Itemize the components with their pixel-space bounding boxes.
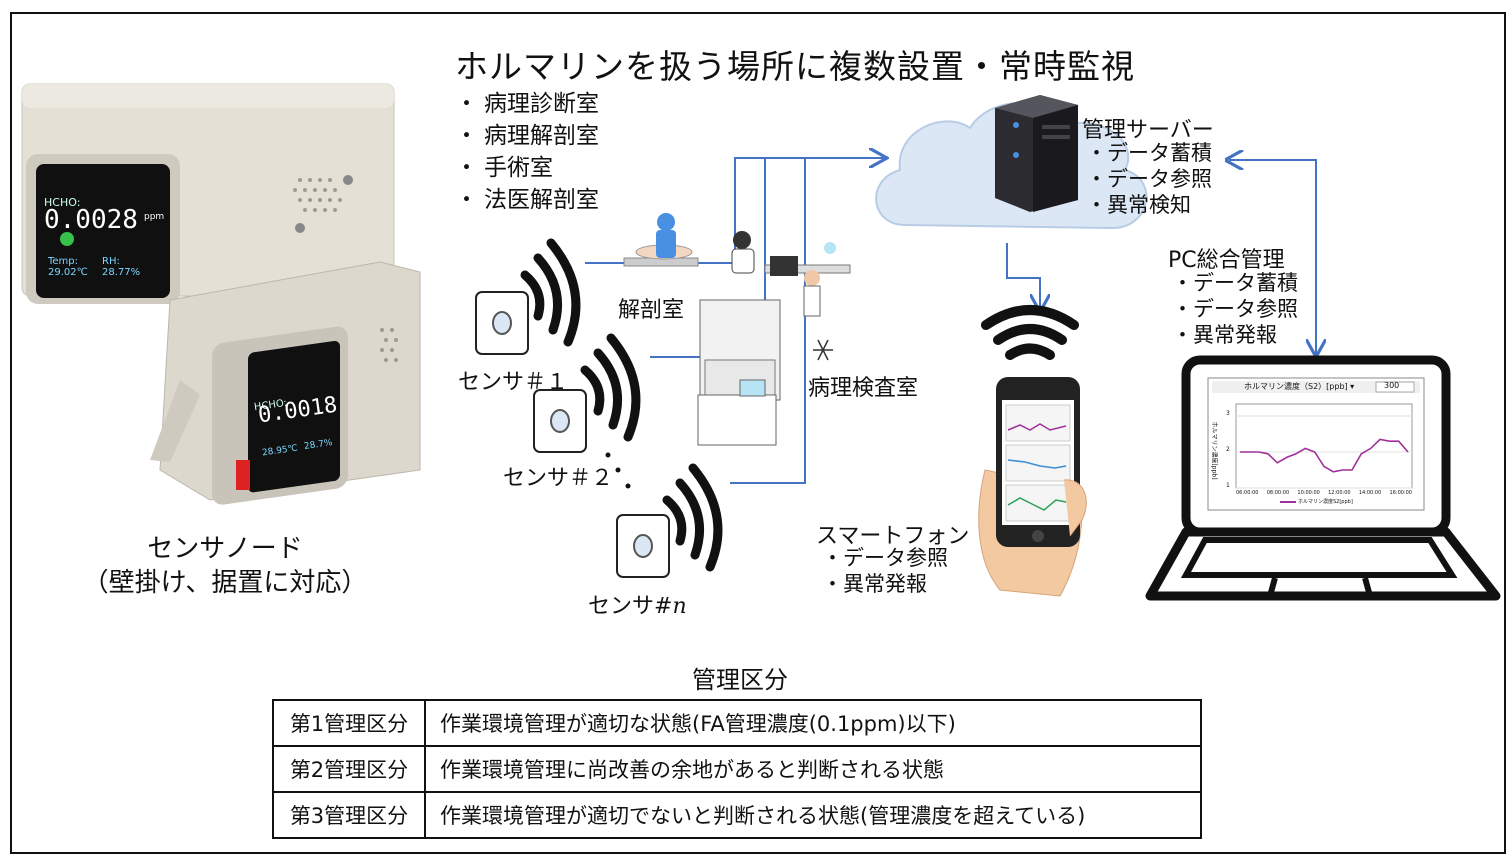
pathology-lab-label: 病理検査室 <box>808 376 919 401</box>
wifi-signal-icon <box>520 238 581 347</box>
category-cell: 第1管理区分 <box>272 699 426 747</box>
location-list: 病理診断室 病理解剖室 手術室 法医解剖室 <box>455 88 599 216</box>
figure-frame <box>10 12 1506 854</box>
device-top-temp: 29.02℃ <box>48 267 88 278</box>
server-function: データ蓄積 <box>1086 140 1212 166</box>
laptop-legend: ホルマリン濃度S2[ppb] <box>1298 499 1353 505</box>
sensor-node-wall-device <box>21 83 395 304</box>
sensor-node-caption: センサノード （壁掛け、据置に対応） <box>60 532 390 600</box>
autopsy-room-illustration <box>623 213 755 274</box>
pc-function: データ参照 <box>1172 296 1298 322</box>
table-row: 第2管理区分 作業環境管理に尚改善の余地があると判断される状態 <box>272 745 1202 793</box>
server-icon <box>995 95 1078 212</box>
pc-function-list: データ蓄積 データ参照 異常発報 <box>1172 270 1298 348</box>
laptop-x-tick: 14:00:00 <box>1358 490 1382 496</box>
laptop-x-tick: 16:00:00 <box>1389 490 1412 496</box>
description-cell: 作業環境管理が適切な状態(FA管理濃度(0.1ppm)以下) <box>424 699 1202 747</box>
speaker-grille-icon <box>380 328 398 362</box>
pc-label: PC総合管理 <box>1168 248 1285 273</box>
description-cell: 作業環境管理に尚改善の余地があると判断される状態 <box>424 745 1202 793</box>
laptop-y-tick: 3 <box>1226 410 1230 417</box>
sensor-1-label: センサ＃１ <box>458 370 569 395</box>
laptop-x-tick: 10:00:00 <box>1297 490 1320 496</box>
laptop-y-axis-label: ホルマリン濃度[ppb] <box>1210 421 1218 480</box>
device-top-temp-label: Temp: <box>48 256 79 267</box>
server-function: 異常検知 <box>1086 192 1212 218</box>
sensor-box-1 <box>475 291 529 355</box>
page-title: ホルマリンを扱う場所に複数設置・常時監視 <box>455 47 1135 86</box>
laptop-y-tick: 1 <box>1226 482 1230 489</box>
location-item: 病理診断室 <box>455 88 599 120</box>
sensor-n-prefix: センサ# <box>588 594 673 619</box>
laptop-x-tick: 12:00:00 <box>1328 490 1351 496</box>
sensor-node-stand-device <box>150 261 421 505</box>
location-item: 法医解剖室 <box>455 184 599 216</box>
server-label: 管理サーバー <box>1082 118 1214 143</box>
laptop-chart <box>1212 381 1420 503</box>
smartphone-icon <box>978 377 1087 597</box>
server-function: データ参照 <box>1086 166 1212 192</box>
pc-function: データ蓄積 <box>1172 270 1298 296</box>
wifi-signal-icon <box>580 333 641 442</box>
category-cell: 第3管理区分 <box>272 791 426 839</box>
category-cell: 第2管理区分 <box>272 745 426 793</box>
pathology-lab-illustration <box>697 242 851 446</box>
table-title: 管理区分 <box>692 666 788 694</box>
server-function-list: データ蓄積 データ参照 異常検知 <box>1086 140 1212 218</box>
management-table: 第1管理区分 作業環境管理が適切な状態(FA管理濃度(0.1ppm)以下) 第2… <box>272 699 1202 839</box>
wifi-signal-icon <box>981 305 1079 360</box>
sensor-box-2 <box>533 389 587 453</box>
status-smiley-icon <box>60 232 74 246</box>
laptop-y-tick: 2 <box>1226 446 1230 453</box>
device-top-rh-label: RH: <box>102 256 120 267</box>
device-top-hcho-value: 0.0028 <box>44 205 138 235</box>
sensor-n-index: n <box>672 594 687 619</box>
table-row: 第3管理区分 作業環境管理が適切でないと判断される状態(管理濃度を超えている) <box>272 791 1202 839</box>
laptop-x-ticks: 06:00:00 08:00:00 10:00:00 12:00:00 14:0… <box>1236 490 1412 496</box>
sensor-node-caption-line2: （壁掛け、据置に対応） <box>82 568 368 598</box>
location-item: 病理解剖室 <box>455 120 599 152</box>
device-top-unit: ppm <box>144 212 165 222</box>
wifi-signal-icon <box>662 463 723 572</box>
sensor-2-label: センサ＃２ <box>503 466 614 491</box>
laptop-x-tick: 06:00:00 <box>1236 490 1259 496</box>
description-cell: 作業環境管理が適切でないと判断される状態(管理濃度を超えている) <box>424 791 1202 839</box>
table-row: 第1管理区分 作業環境管理が適切な状態(FA管理濃度(0.1ppm)以下) <box>272 699 1202 747</box>
laptop-chart-title: ホルマリン濃度（S2）[ppb] ▾ <box>1244 382 1355 391</box>
location-item: 手術室 <box>455 152 599 184</box>
speaker-grille-icon <box>293 178 342 212</box>
pc-function: 異常発報 <box>1172 322 1298 348</box>
laptop-x-tick: 08:00:00 <box>1266 490 1290 496</box>
sensor-node-caption-line1: センサノード <box>147 534 303 564</box>
smartphone-function: データ参照 <box>822 545 948 571</box>
smartphone-function-list: データ参照 異常発報 <box>822 545 948 597</box>
laptop-chart-series <box>1240 438 1409 473</box>
sensor-box-n <box>616 514 670 578</box>
device-top-hcho-label: HCHO: <box>44 196 81 209</box>
device-top-rh: 28.77% <box>102 267 141 278</box>
laptop-chart-value: 300 <box>1384 381 1400 390</box>
smartphone-function: 異常発報 <box>822 571 948 597</box>
sensor-n-label: センサ#n <box>588 588 687 620</box>
ellipsis-dots <box>605 452 631 489</box>
autopsy-room-label: 解剖室 <box>618 298 685 323</box>
